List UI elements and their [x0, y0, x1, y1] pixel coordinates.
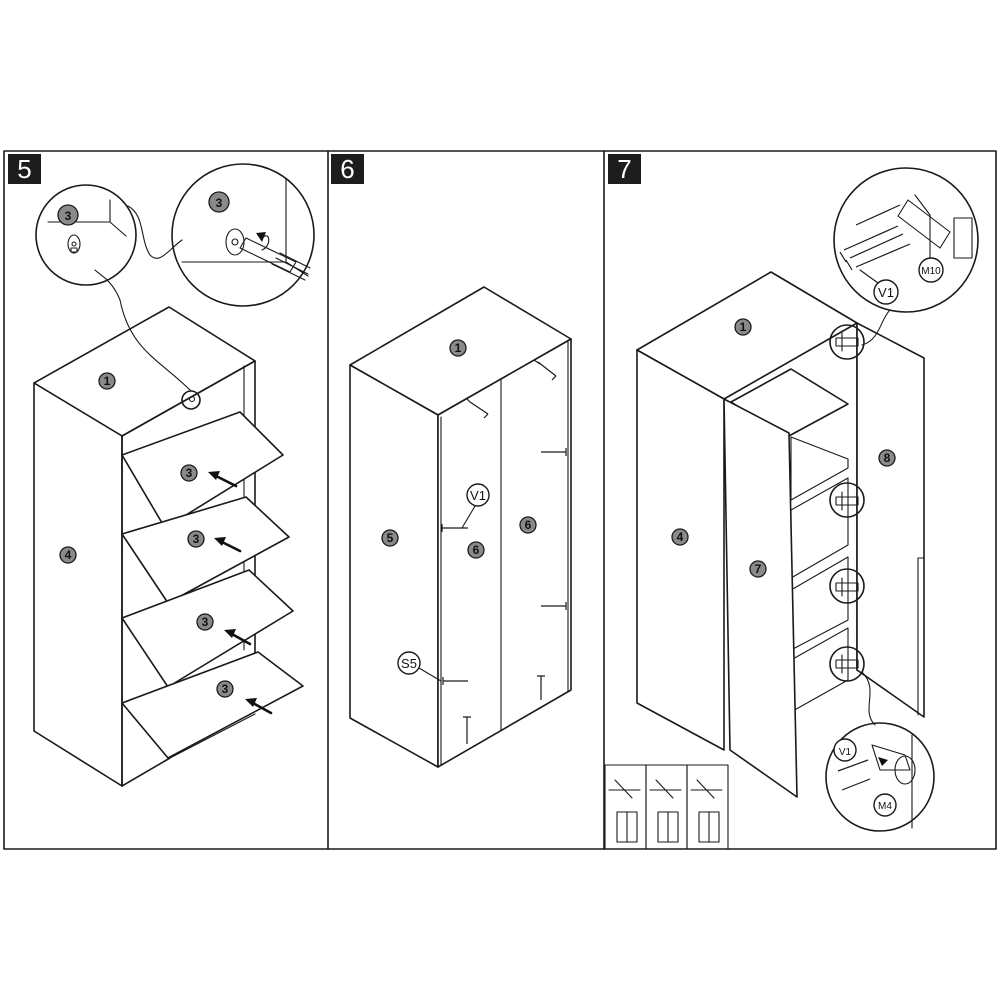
svg-text:3: 3 — [216, 196, 223, 210]
side-panel-4 — [33, 382, 123, 787]
hardware-label-s5: S5 — [397, 651, 442, 682]
svg-text:8: 8 — [884, 451, 891, 465]
door-8 — [856, 322, 925, 718]
door-7 — [723, 398, 798, 798]
part-label-side-4: 4 — [59, 546, 77, 564]
svg-text:6: 6 — [525, 518, 532, 532]
outer-frame — [3, 150, 997, 850]
part-label-shelf-3a: 3 — [180, 464, 198, 482]
part-label-top-1: 1 — [98, 372, 116, 390]
zoom-detail-1: 3 — [35, 184, 137, 286]
svg-text:1: 1 — [104, 374, 111, 388]
svg-text:7: 7 — [617, 154, 631, 184]
svg-text:M4: M4 — [878, 801, 892, 812]
svg-text:3: 3 — [202, 615, 209, 629]
svg-text:1: 1 — [455, 341, 462, 355]
hinge-markers — [829, 324, 865, 682]
svg-text:6: 6 — [473, 543, 480, 557]
shelf-3b — [121, 496, 290, 604]
part-label-side-4: 4 — [671, 528, 689, 546]
step-7-panel: 1 4 7 8 — [604, 167, 979, 850]
svg-text:1: 1 — [740, 320, 747, 334]
svg-text:6: 6 — [340, 154, 354, 184]
svg-text:4: 4 — [677, 530, 684, 544]
part-label-back-6-right: 6 — [519, 516, 537, 534]
svg-text:3: 3 — [222, 682, 229, 696]
part-label-door-7: 7 — [749, 560, 767, 578]
shelf-3d — [121, 651, 304, 759]
svg-text:V1: V1 — [839, 747, 852, 758]
svg-text:3: 3 — [186, 466, 193, 480]
hardware-label-m4: M4 — [873, 793, 897, 817]
hardware-label-v1: V1 — [859, 269, 899, 305]
hinge-adjustment-thumbnails — [604, 764, 729, 850]
insert-arrows — [208, 471, 273, 715]
hardware-label-v1: V1 — [461, 483, 490, 529]
back-panels — [437, 338, 572, 768]
svg-text:V1: V1 — [470, 488, 486, 503]
hardware-label-v1-bottom: V1 — [833, 738, 857, 762]
step-5-badge: 5 — [8, 154, 41, 184]
step-7-badge: 7 — [608, 154, 641, 184]
svg-text:3: 3 — [65, 209, 72, 223]
svg-text:M10: M10 — [921, 266, 941, 277]
screws-step-6 — [441, 359, 567, 744]
step-6-badge: 6 — [331, 154, 364, 184]
step-6-panel: 1 5 6 6 V1 — [349, 286, 572, 768]
part-label-shelf-3b: 3 — [187, 530, 205, 548]
side-panel-5 — [349, 364, 439, 768]
svg-text:3: 3 — [193, 532, 200, 546]
side-panel-4 — [636, 349, 725, 751]
shelf-3a — [121, 411, 284, 529]
part-label-top-1: 1 — [449, 339, 467, 357]
svg-text:V1: V1 — [878, 285, 894, 300]
part-label-side-5: 5 — [381, 529, 399, 547]
zoom-hinge-top: V1 M10 — [833, 167, 979, 313]
step-5-panel: 1 4 3 3 3 3 — [33, 163, 315, 787]
part-label-top-1: 1 — [734, 318, 752, 336]
svg-text:5: 5 — [387, 531, 394, 545]
svg-text:7: 7 — [755, 562, 762, 576]
part-label-shelf-3c: 3 — [196, 613, 214, 631]
svg-text:S5: S5 — [401, 656, 417, 671]
svg-text:5: 5 — [17, 154, 31, 184]
zoom-detail-2: 3 — [171, 163, 315, 307]
part-label-door-8: 8 — [878, 449, 896, 467]
zoom-hinge-bottom: V1 M4 — [825, 722, 935, 832]
part-label-back-6-left: 6 — [467, 541, 485, 559]
hardware-label-m10: M10 — [918, 257, 944, 283]
svg-text:4: 4 — [65, 548, 72, 562]
part-label-shelf-3d: 3 — [216, 680, 234, 698]
